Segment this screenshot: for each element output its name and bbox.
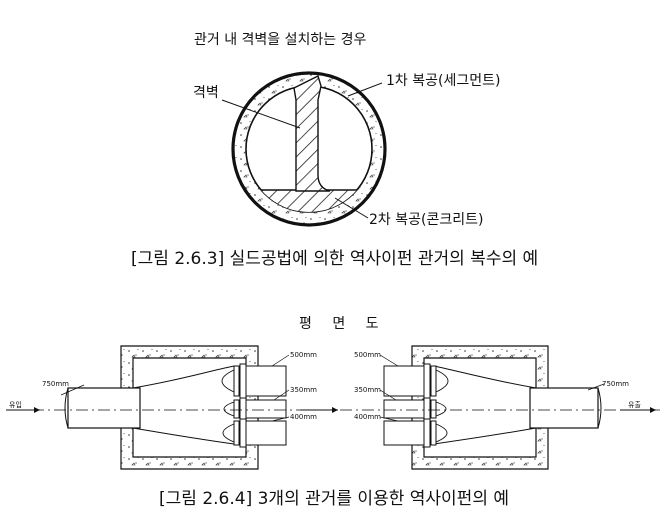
right-pipe-350 (383, 399, 425, 419)
segment-leader-line (347, 82, 383, 97)
inlet-size-label: 750mm (42, 380, 69, 388)
figure2-title: 평 면 도 (299, 316, 387, 332)
outflow-label: 유출 (628, 401, 641, 409)
middle-flow-arrow (300, 407, 338, 413)
right-pipe-400 (383, 420, 425, 446)
inflow-arrow (6, 407, 40, 413)
right-pipe-label-500: 500mm (354, 351, 381, 359)
left-pipe-label-350: 350mm (290, 386, 317, 394)
outflow-arrow (620, 407, 656, 413)
inlet-pipe (67, 387, 141, 429)
partition-wall-label: 격벽 (193, 85, 219, 101)
figure1-caption: [그림 2.6.3] 실드공법에 의한 역사이펀 관거의 복수의 예 (131, 249, 539, 269)
left-pipe-label-400: 400mm (290, 413, 317, 421)
primary-lining-label: 1차 복공(세그먼트) (386, 73, 501, 89)
right-pipe-label-400: 400mm (354, 413, 381, 421)
outlet-pipe (529, 387, 599, 429)
figure1-title: 관거 내 격벽을 설치하는 경우 (194, 32, 367, 48)
figure2-caption: [그림 2.6.4] 3개의 관거를 이용한 역사이펀의 예 (159, 489, 509, 509)
left-pipe-350 (245, 399, 287, 419)
left-pipe-400 (245, 420, 287, 446)
secondary-lining-label: 2차 복공(콘크리트) (369, 212, 484, 228)
right-pipe-label-350: 350mm (354, 386, 381, 394)
right-chamber (379, 345, 605, 470)
inflow-label: 유입 (9, 401, 22, 409)
tunnel-cross-section (221, 71, 387, 227)
outlet-size-label: 750mm (602, 380, 629, 388)
partition-wall (293, 75, 331, 192)
left-pipe-label-500: 500mm (290, 351, 317, 359)
left-pipe-500 (245, 365, 287, 397)
right-pipe-500 (383, 365, 425, 397)
wall-leader-line (221, 99, 301, 129)
left-chamber (60, 345, 290, 470)
concrete-leader-line (334, 197, 369, 219)
